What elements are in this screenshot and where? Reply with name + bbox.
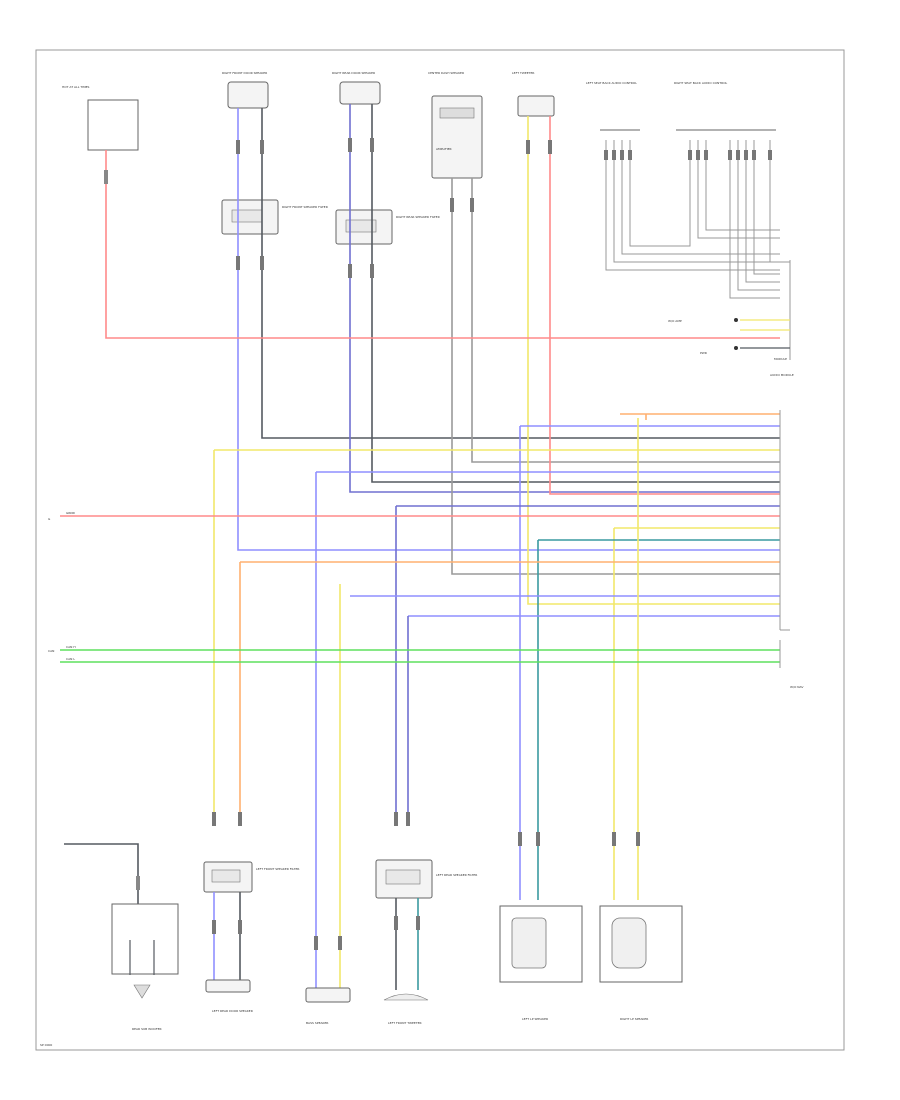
rr-door-label: RIGHT REAR DOOR SPEAKER xyxy=(332,71,375,75)
lf-door-label: LEFT FRONT TWEETER xyxy=(388,1021,422,1025)
bottom-id: SP 0000 xyxy=(40,1043,52,1047)
ground-row-label: GRND xyxy=(66,511,76,515)
footer-code: W/O NAV xyxy=(790,685,804,689)
can-l-label: CAN L xyxy=(66,657,75,661)
rear-subwoofer: REAR SUB WOOFER xyxy=(64,843,179,1031)
left-tweeter-label: LEFT TWEETER xyxy=(512,71,534,75)
main-fuse-label: HOT AT ALL TIMES xyxy=(62,85,90,89)
bass-speaker-label: BASS SPEAKER xyxy=(306,1021,328,1025)
rf-filter-label: RIGHT FRONT SPEAKER FILTER xyxy=(282,205,328,209)
left-tweeter: LEFT TWEETER xyxy=(512,71,555,117)
interface-label: MODULE xyxy=(774,357,787,361)
center-dash-speaker: CENTER DASH SPEAKER xyxy=(428,71,483,179)
lr-filter-label: LEFT REAR SPEAKER FILTER xyxy=(436,873,477,877)
amp-terminal-labels xyxy=(779,410,790,631)
right-lp-label: RIGHT LP SPEAKER xyxy=(620,1017,648,1021)
power-tag: PWR xyxy=(700,351,707,355)
ground-row-marker: G xyxy=(48,517,51,521)
seat-bundle-plugs xyxy=(604,150,772,160)
can-h-label: CAN H xyxy=(66,645,76,649)
rs-module-label: RIGHT SEAT BACK AUDIO CONTROL xyxy=(674,81,728,85)
rr-filter-label: RIGHT REAR SPEAKER FILTER xyxy=(396,215,440,219)
rf-door-speaker: RIGHT FRONT DOOR SPEAKER xyxy=(222,71,269,109)
side-note: W/O AMP xyxy=(668,319,682,323)
bass-speaker: BASS SPEAKER xyxy=(305,987,351,1025)
stack-title: AUDIO MODULE xyxy=(770,373,794,377)
left-lp-speaker: LEFT LP SPEAKER xyxy=(499,905,583,1021)
ls-module-label: LEFT SEAT BACK AUDIO CONTROL xyxy=(586,81,637,85)
lr-door-label: LEFT REAR DOOR SPEAKER xyxy=(212,1009,253,1013)
lf-speaker-filter: LEFT FRONT SPEAKER FILTER LEFT REAR DOOR… xyxy=(203,861,299,1013)
lr-speaker-filter: LEFT REAR SPEAKER FILTER LEFT FRONT TWEE… xyxy=(375,859,477,1025)
main-fuse-block: HOT AT ALL TIMES xyxy=(62,85,139,190)
rf-door-label: RIGHT FRONT DOOR SPEAKER xyxy=(222,71,267,75)
amp-label: AMPLIFIER xyxy=(436,147,452,151)
rr-speaker-filter: RIGHT REAR SPEAKER FILTER xyxy=(335,209,440,245)
bass-box-label: REAR SUB WOOFER xyxy=(132,1027,162,1031)
rr-door-speaker: RIGHT REAR DOOR SPEAKER xyxy=(332,71,381,105)
center-speaker-label: CENTER DASH SPEAKER xyxy=(428,71,464,75)
top-vertical-wires xyxy=(105,104,780,605)
can-bus-rows: G GRND CAN CAN H CAN L W/O NAV xyxy=(48,511,804,689)
right-lp-speaker: RIGHT LP SPEAKER xyxy=(599,905,683,1021)
can-tag: CAN xyxy=(48,649,54,653)
diagram-frame xyxy=(35,49,845,1051)
left-seat-audio-module: LEFT SEAT BACK AUDIO CONTROL xyxy=(586,81,640,131)
right-seat-audio-module: RIGHT SEAT BACK AUDIO CONTROL xyxy=(674,81,776,131)
right-connector-block: W/O AMP PWR AUDIO MODULE xyxy=(668,260,794,377)
left-lp-label: LEFT LP SPEAKER xyxy=(522,1017,548,1021)
seat-module-bundle xyxy=(605,140,790,299)
lf-filter-label: LEFT FRONT SPEAKER FILTER xyxy=(256,867,299,871)
connector-plugs xyxy=(212,138,640,950)
